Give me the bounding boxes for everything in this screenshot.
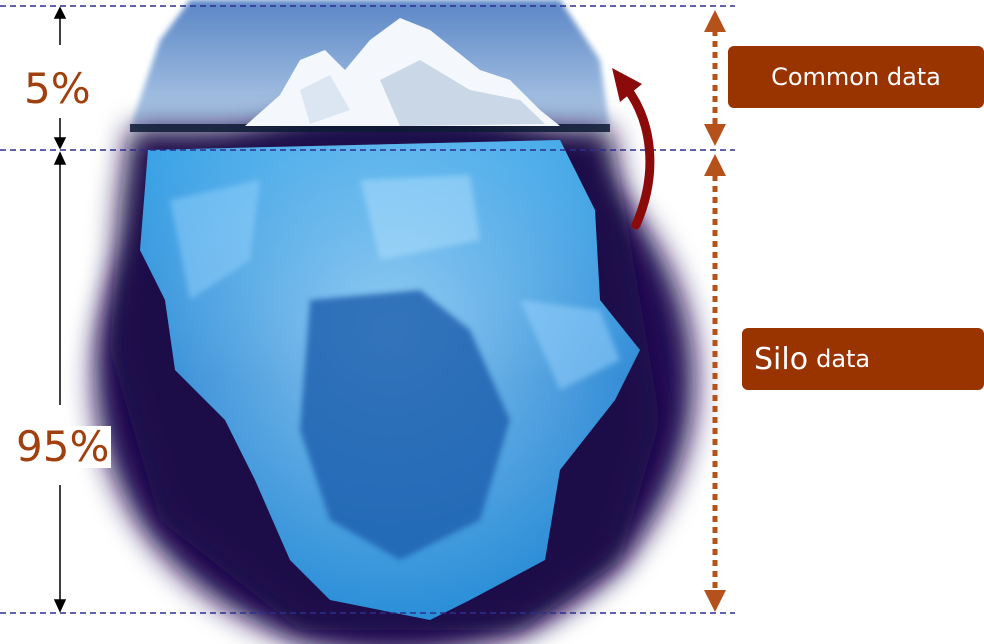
- silo-data-tag: Silo data: [742, 328, 984, 390]
- common-data-tag: Common data: [728, 46, 984, 108]
- iceberg-image: [95, 0, 695, 644]
- silo-data-label: data: [816, 345, 871, 373]
- below-water-measure-arrow: [53, 151, 67, 613]
- below-water-percent-label: 95%: [14, 422, 112, 471]
- curved-arrow-up-icon: [612, 68, 655, 230]
- common-data-label: Common data: [771, 63, 941, 91]
- silo-word-label: Silo: [754, 341, 809, 377]
- above-water-percent-label: 5%: [22, 64, 93, 113]
- common-data-range-arrow: [704, 10, 726, 146]
- silo-data-range-arrow: [704, 154, 726, 612]
- above-water-measure-arrow: [53, 6, 67, 150]
